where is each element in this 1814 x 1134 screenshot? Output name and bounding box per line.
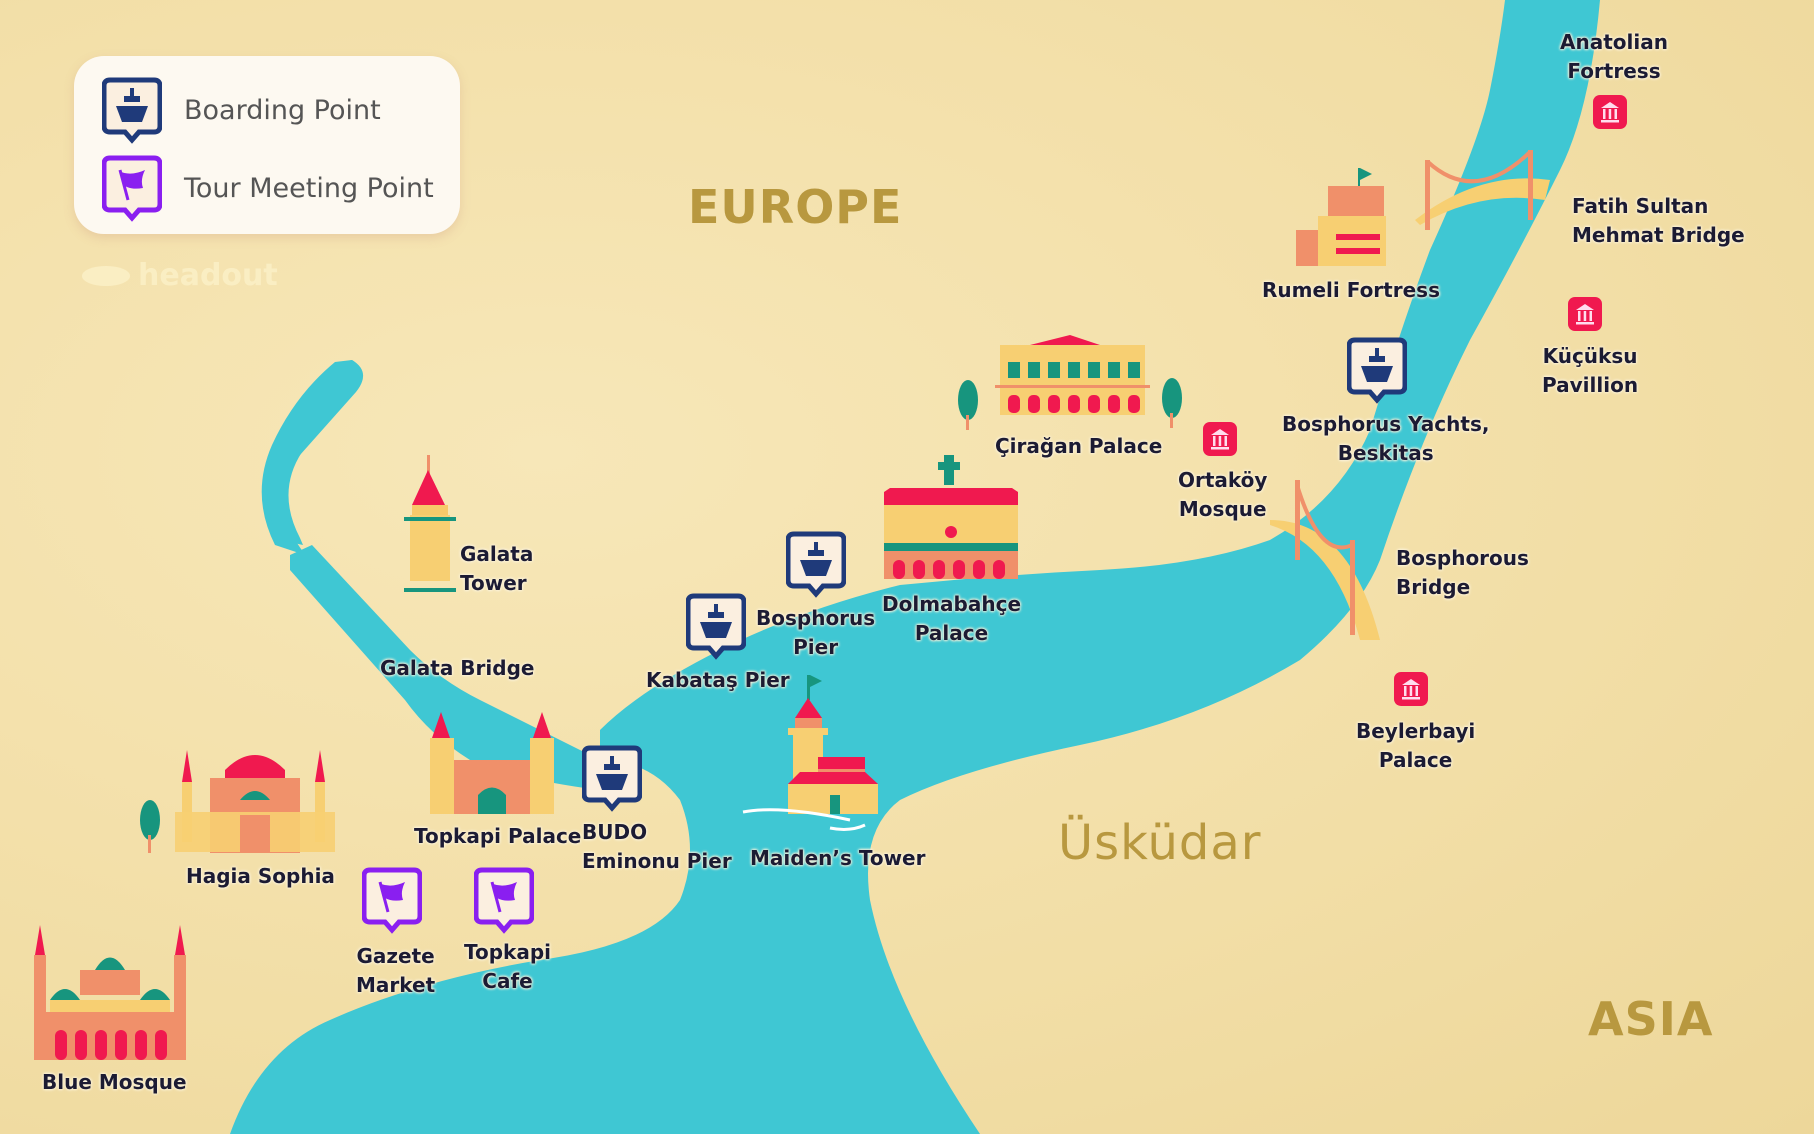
label-galata-bridge[interactable]: Galata Bridge bbox=[380, 656, 535, 680]
label-topkapi-cafe[interactable]: Topkapi Cafe bbox=[464, 940, 552, 993]
label-fatih-sultan-bridge[interactable]: Fatih Sultan Mehmat Bridge bbox=[1572, 194, 1745, 247]
ciragan-palace-illustration bbox=[958, 335, 1182, 430]
dolmabahce-palace-illustration bbox=[884, 455, 1018, 579]
museum-glyph-icon bbox=[1211, 429, 1229, 450]
label-blue-mosque[interactable]: Blue Mosque bbox=[42, 1070, 187, 1094]
label-beylerbeyi-palace[interactable]: Beylerbayi Palace bbox=[1356, 719, 1476, 772]
rumeli-fortress-illustration bbox=[1296, 168, 1386, 266]
label-galata-tower[interactable]: Galata Tower bbox=[460, 542, 534, 595]
region-uskudar: Üsküdar bbox=[1058, 815, 1262, 871]
boarding-pin-icon[interactable] bbox=[582, 744, 642, 812]
meeting-pin-icon bbox=[102, 155, 162, 222]
headout-watermark: headout bbox=[80, 258, 278, 293]
label-dolmabahce-palace[interactable]: Dolmabahçe Palace bbox=[882, 592, 1022, 645]
legend-item-meeting: Tour Meeting Point bbox=[102, 154, 434, 222]
maidens-tower-illustration bbox=[742, 675, 878, 831]
museum-icon[interactable] bbox=[1394, 672, 1428, 706]
boarding-pin-icon bbox=[102, 77, 162, 144]
label-maidens-tower[interactable]: Maiden’s Tower bbox=[750, 846, 926, 870]
boarding-pin-icon[interactable] bbox=[686, 592, 746, 660]
watermark-text: headout bbox=[138, 258, 278, 293]
museum-icon[interactable] bbox=[1568, 297, 1602, 331]
region-asia: ASIA bbox=[1588, 992, 1714, 1046]
legend-label-meeting: Tour Meeting Point bbox=[184, 172, 434, 204]
label-rumeli-fortress[interactable]: Rumeli Fortress bbox=[1262, 278, 1440, 302]
label-gazete-market[interactable]: Gazete Market bbox=[356, 944, 436, 997]
bosphorus-bridge-illustration bbox=[1270, 480, 1380, 640]
map-legend: Boarding Point Tour Meeting Point bbox=[74, 56, 460, 234]
label-budo-eminonu-pier[interactable]: BUDO Eminonu Pier bbox=[582, 820, 732, 873]
label-kabatas-pier[interactable]: Kabataş Pier bbox=[646, 668, 790, 692]
label-anatolian-fortress[interactable]: Anatolian Fortress bbox=[1560, 30, 1668, 83]
boarding-pin-icon[interactable] bbox=[1347, 336, 1407, 404]
legend-label-boarding: Boarding Point bbox=[184, 94, 381, 126]
fatih-sultan-bridge-illustration bbox=[1415, 150, 1550, 230]
meeting-pin-icon[interactable] bbox=[474, 866, 534, 934]
label-topkapi-palace[interactable]: Topkapi Palace bbox=[414, 824, 582, 848]
museum-glyph-icon bbox=[1601, 102, 1619, 123]
label-ciragan-palace[interactable]: Çirağan Palace bbox=[995, 434, 1163, 458]
label-bosphorus-pier[interactable]: Bosphorus Pier bbox=[756, 606, 876, 659]
label-ortakoy-mosque[interactable]: Ortaköy Mosque bbox=[1178, 468, 1268, 521]
topkapi-palace-illustration bbox=[430, 712, 554, 814]
hagia-sophia-illustration bbox=[140, 750, 335, 853]
label-hagia-sophia[interactable]: Hagia Sophia bbox=[186, 864, 335, 888]
museum-glyph-icon bbox=[1576, 304, 1594, 325]
museum-glyph-icon bbox=[1402, 679, 1420, 700]
meeting-pin-icon[interactable] bbox=[362, 866, 422, 934]
museum-icon[interactable] bbox=[1203, 422, 1237, 456]
legend-item-boarding: Boarding Point bbox=[102, 76, 381, 144]
blue-mosque-illustration bbox=[34, 925, 186, 1060]
blimp-logo-icon bbox=[82, 265, 130, 286]
region-europe: EUROPE bbox=[688, 180, 903, 234]
museum-icon[interactable] bbox=[1593, 95, 1627, 129]
label-bosphorus-bridge[interactable]: Bosphorous Bridge bbox=[1396, 546, 1529, 599]
label-kucuksu-pavillion[interactable]: Küçüksu Pavillion bbox=[1542, 344, 1639, 397]
label-bosphorus-yachts-beskitas[interactable]: Bosphorus Yachts, Beskitas bbox=[1282, 412, 1490, 465]
galata-tower-illustration bbox=[404, 455, 456, 592]
boarding-pin-icon[interactable] bbox=[786, 530, 846, 598]
